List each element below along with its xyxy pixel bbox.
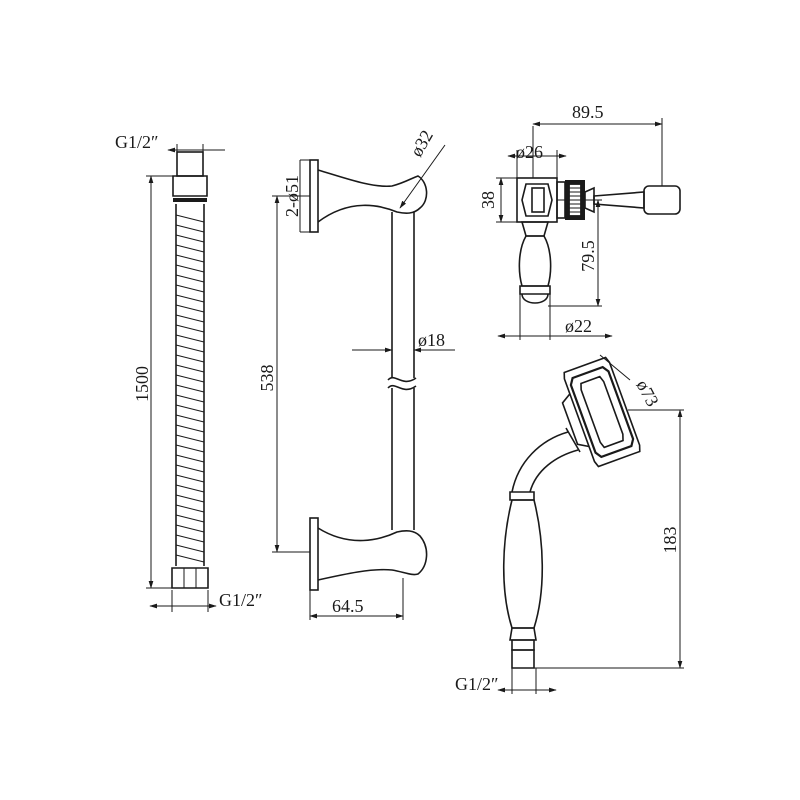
valve-body-dia-label: ø26 (516, 142, 543, 162)
rail-flange-label: 2-ø51 (282, 175, 302, 217)
rail-top-dia-label: ø32 (406, 127, 437, 160)
handset-drawing (497, 354, 684, 694)
valve-drawing (496, 118, 681, 340)
hose-thread-top-label: G1/2″ (115, 132, 159, 152)
hose-drawing (146, 144, 225, 612)
hose-thread-bottom-label: G1/2″ (219, 590, 263, 610)
hose-length-label: 1500 (132, 366, 152, 402)
rail-tube-dia-label: ø18 (418, 330, 445, 350)
handset-head-dia-label: ø73 (632, 376, 662, 409)
rail-projection-label: 64.5 (332, 596, 364, 616)
handset-thread-label: G1/2″ (455, 674, 499, 694)
rail-length-label: 538 (257, 365, 277, 392)
rail-drawing (272, 144, 455, 620)
valve-drop-label: 79.5 (578, 240, 598, 272)
valve-knob-dia-label: ø22 (565, 316, 592, 336)
handset-length-label: 183 (660, 527, 680, 554)
valve-height-label: 38 (478, 191, 498, 209)
valve-width-label: 89.5 (572, 102, 604, 122)
